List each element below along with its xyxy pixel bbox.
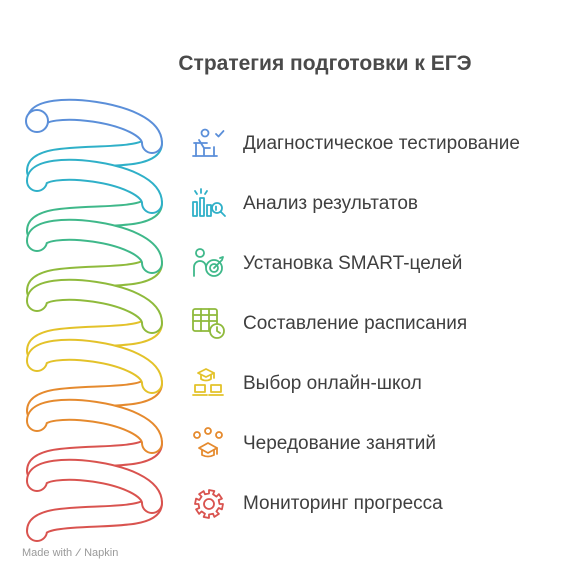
step-label: Составление расписания <box>243 313 468 334</box>
made-with-footer: Made with ⁄ Napkin <box>22 547 118 559</box>
step-label: Чередование занятий <box>243 433 436 454</box>
made-with-text: Made with <box>22 547 73 559</box>
spring-loop-segment-fill <box>28 100 161 152</box>
graduation-laptop-icon <box>192 368 224 396</box>
step-online-schools: Выбор онлайн-школ <box>190 366 570 402</box>
step-label: Установка SMART-целей <box>243 253 463 274</box>
step-results-analysis: Анализ результатов <box>190 186 570 222</box>
step-label: Мониторинг прогресса <box>243 493 443 514</box>
diagram-title: Стратегия подготовки к ЕГЭ <box>178 52 472 75</box>
step-diagnostic-testing: Диагностическое тестирование <box>190 126 570 162</box>
step-progress-monitoring: Мониторинг прогресса <box>190 486 570 522</box>
step-label: Анализ результатов <box>243 193 419 214</box>
napkin-brand: Napkin <box>84 547 119 559</box>
step-scheduling: Составление расписания <box>190 306 570 342</box>
spring-loop-segment-fill <box>28 400 161 452</box>
calendar-clock-icon <box>192 308 225 339</box>
spring-loop-segment-fill <box>28 220 161 272</box>
spring-end-cap <box>25 109 49 133</box>
step-label: Диагностическое тестирование <box>243 133 520 154</box>
step-smart-goals: Установка SMART-целей <box>190 246 570 282</box>
gear-icon <box>194 489 224 519</box>
spring-loop-segment-fill <box>28 160 161 212</box>
person-target-icon <box>193 248 224 277</box>
spring-loop-segment-fill <box>28 280 161 332</box>
people-graduation-cap-icon <box>193 427 223 458</box>
bar-chart-magnifier-icon <box>192 188 226 217</box>
step-label: Выбор онлайн-школ <box>243 373 422 394</box>
spring-loop-segment-fill <box>28 460 161 512</box>
step-alternating-lessons: Чередование занятий <box>190 426 570 462</box>
napkin-logo-icon: ⁄ <box>77 547 80 559</box>
student-desk-check-icon <box>192 128 225 157</box>
spring-loop-segment-fill <box>28 340 161 392</box>
